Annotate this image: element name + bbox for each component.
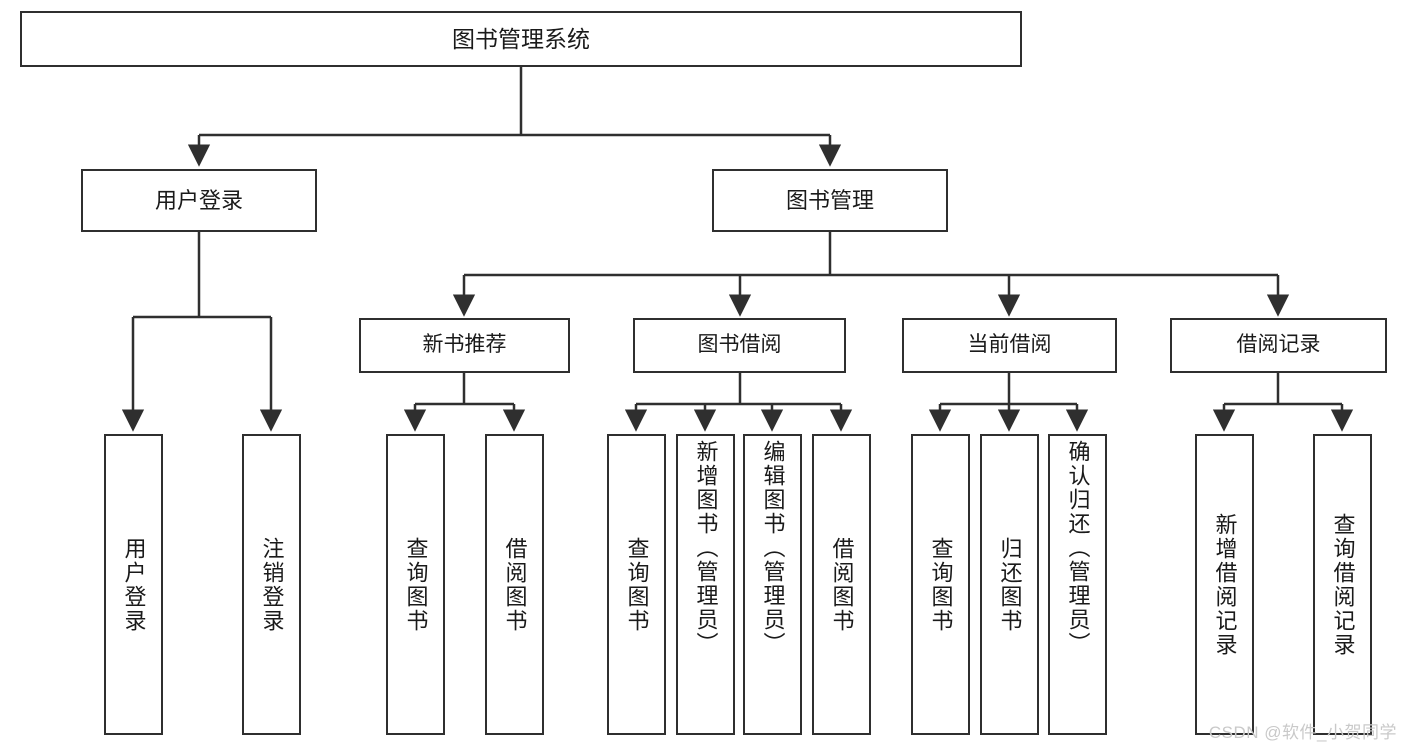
leaf-query-book-1-label: 查询图书 [403,536,429,633]
leaf-confirm-return[interactable]: 确认归还（管理员） [1048,434,1107,735]
leaf-return-book[interactable]: 归还图书 [980,434,1039,735]
leaf-add-record-label: 新增借阅记录 [1212,512,1238,657]
leaf-logout-label: 注销登录 [259,536,285,633]
leaf-borrow-book-1-label: 借阅图书 [502,536,528,633]
node-user-login[interactable]: 用户登录 [81,169,317,232]
leaf-user-login[interactable]: 用户登录 [104,434,163,735]
leaf-add-book[interactable]: 新增图书（管理员） [676,434,735,735]
node-user-login-label: 用户登录 [154,187,243,213]
leaf-borrow-book-2[interactable]: 借阅图书 [812,434,871,735]
node-borrow-record-label: 借阅记录 [1236,333,1321,357]
node-current-borrow[interactable]: 当前借阅 [902,318,1117,373]
leaf-query-book-3-label: 查询图书 [928,536,954,633]
leaf-add-book-label: 新增图书（管理员） [693,440,719,656]
leaf-logout[interactable]: 注销登录 [242,434,301,735]
node-new-book-recommend[interactable]: 新书推荐 [359,318,570,373]
leaf-edit-book-label: 编辑图书（管理员） [760,440,786,656]
leaf-edit-book[interactable]: 编辑图书（管理员） [743,434,802,735]
leaf-query-book-3[interactable]: 查询图书 [911,434,970,735]
leaf-borrow-book-2-label: 借阅图书 [829,536,855,633]
node-current-borrow-label: 当前借阅 [967,333,1052,357]
watermark-text: CSDN @软件_小贺同学 [1208,723,1397,742]
leaf-query-book-2[interactable]: 查询图书 [607,434,666,735]
leaf-query-record[interactable]: 查询借阅记录 [1313,434,1372,735]
leaf-borrow-book-1[interactable]: 借阅图书 [485,434,544,735]
node-book-borrow[interactable]: 图书借阅 [633,318,846,373]
leaf-query-book-1[interactable]: 查询图书 [386,434,445,735]
node-book-manage-label: 图书管理 [785,187,874,213]
leaf-add-record[interactable]: 新增借阅记录 [1195,434,1254,735]
leaf-confirm-return-label: 确认归还（管理员） [1065,440,1091,656]
leaf-query-book-2-label: 查询图书 [624,536,650,633]
node-new-book-recommend-label: 新书推荐 [422,333,507,357]
node-root[interactable]: 图书管理系统 [20,11,1022,67]
node-book-borrow-label: 图书借阅 [697,333,782,357]
leaf-query-record-label: 查询借阅记录 [1330,512,1356,657]
node-book-manage[interactable]: 图书管理 [712,169,948,232]
node-borrow-record[interactable]: 借阅记录 [1170,318,1387,373]
leaf-user-login-label: 用户登录 [121,536,147,633]
leaf-return-book-label: 归还图书 [997,536,1023,633]
node-root-label: 图书管理系统 [452,25,590,52]
